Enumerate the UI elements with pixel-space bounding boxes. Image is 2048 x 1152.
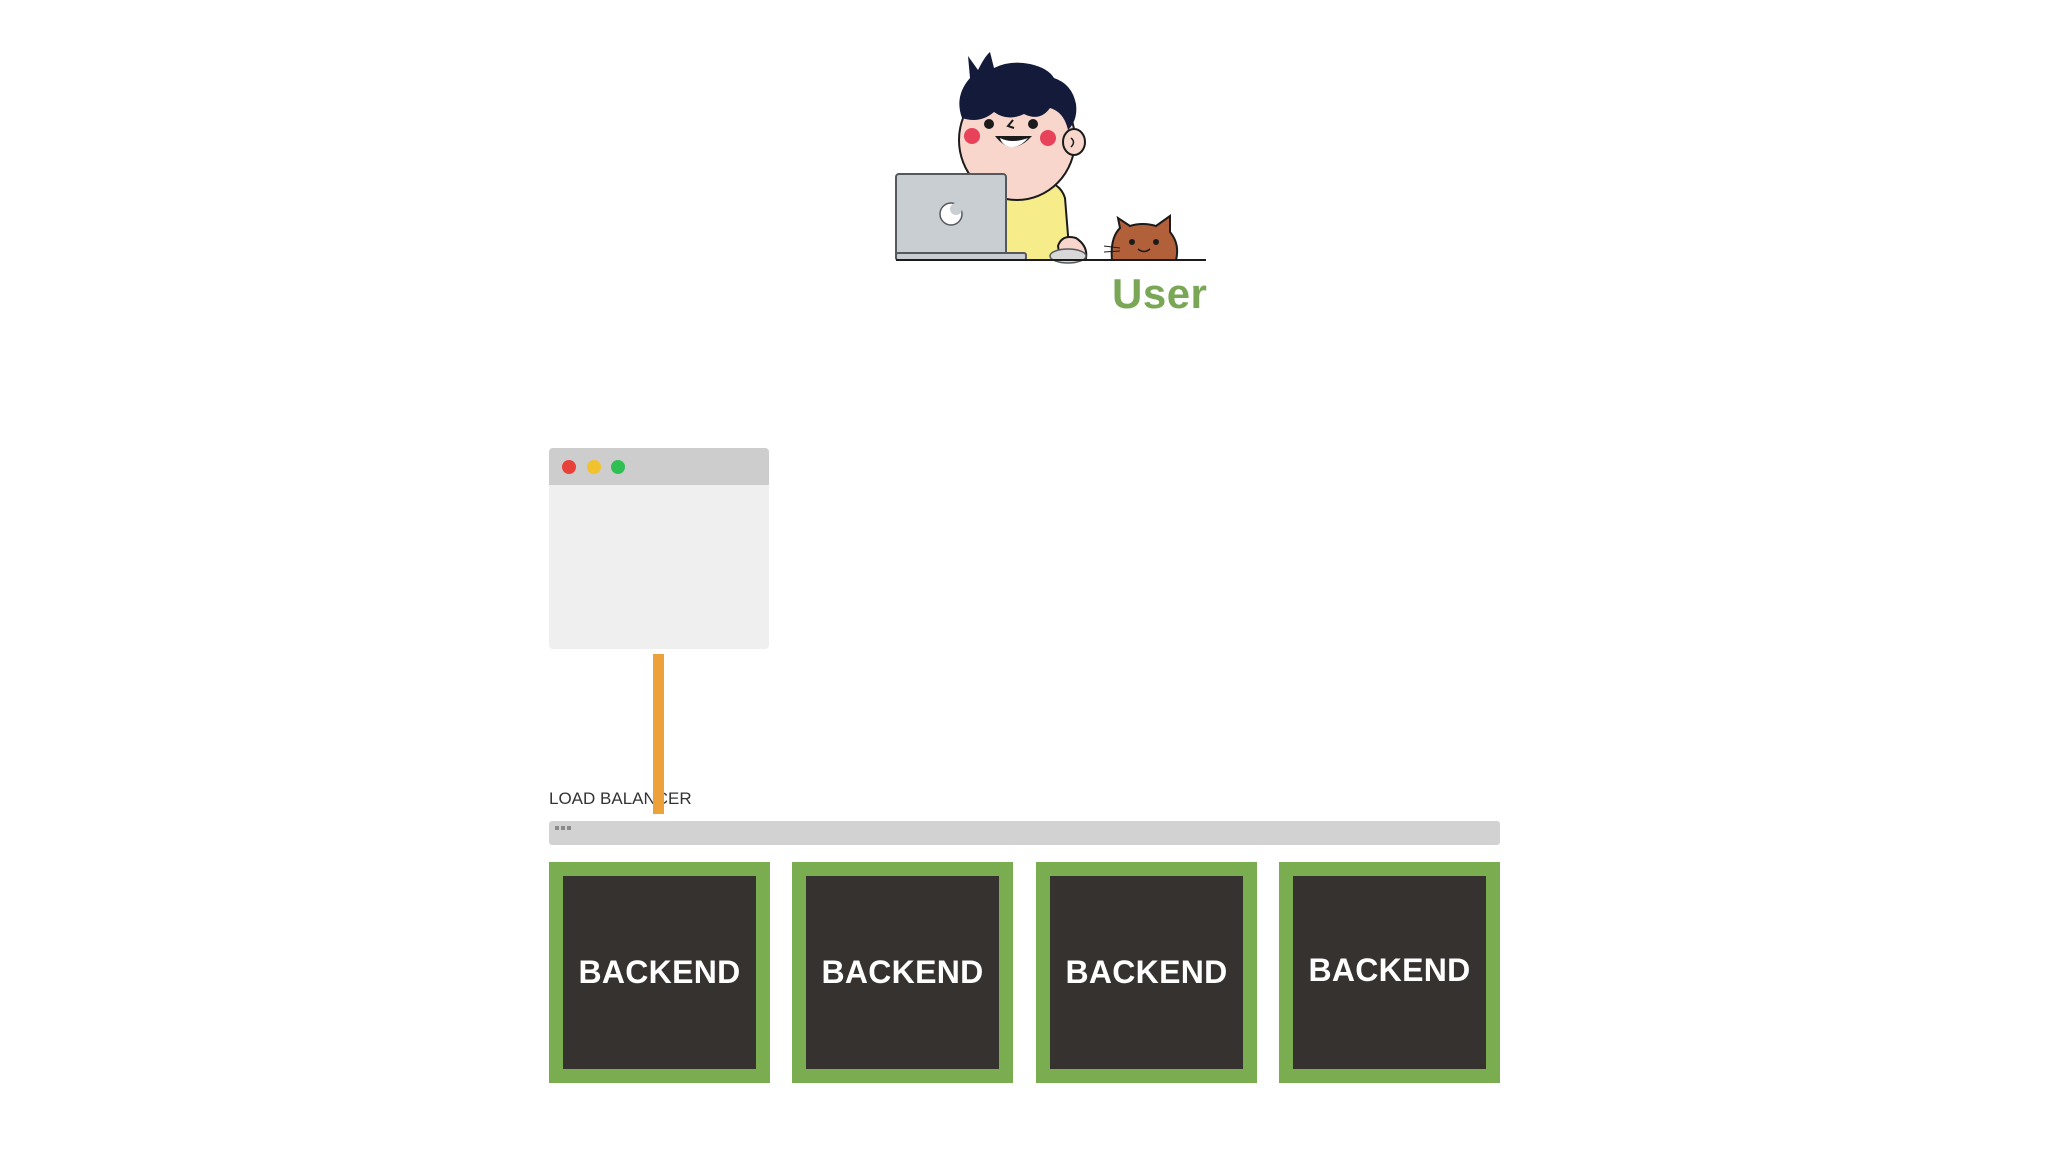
request-connector	[653, 654, 664, 814]
browser-window	[549, 448, 769, 649]
minimize-dot-icon	[587, 460, 601, 474]
grip-dots-icon	[555, 826, 571, 830]
user-label: User	[1112, 270, 1208, 317]
backend-label: BACKEND	[1065, 954, 1228, 990]
user-with-laptop-icon	[895, 52, 1206, 264]
backend-server: BACKEND	[1036, 862, 1257, 1083]
maximize-dot-icon	[611, 460, 625, 474]
backend-server-panel: BACKEND	[1293, 876, 1486, 1069]
backend-server-panel: BACKEND	[563, 876, 756, 1069]
load-balancer-bar	[549, 821, 1500, 845]
backend-server: BACKEND	[1279, 862, 1500, 1083]
backend-server-panel: BACKEND	[806, 876, 999, 1069]
backend-server: BACKEND	[549, 862, 770, 1083]
close-dot-icon	[562, 460, 576, 474]
browser-titlebar	[549, 448, 769, 485]
backend-server: BACKEND	[792, 862, 1013, 1083]
backend-label: BACKEND	[1308, 952, 1471, 988]
backend-label: BACKEND	[821, 954, 984, 990]
load-balancer-label: LOAD BALANCER	[549, 789, 692, 808]
backend-label: BACKEND	[578, 954, 741, 990]
backend-server-panel: BACKEND	[1050, 876, 1243, 1069]
